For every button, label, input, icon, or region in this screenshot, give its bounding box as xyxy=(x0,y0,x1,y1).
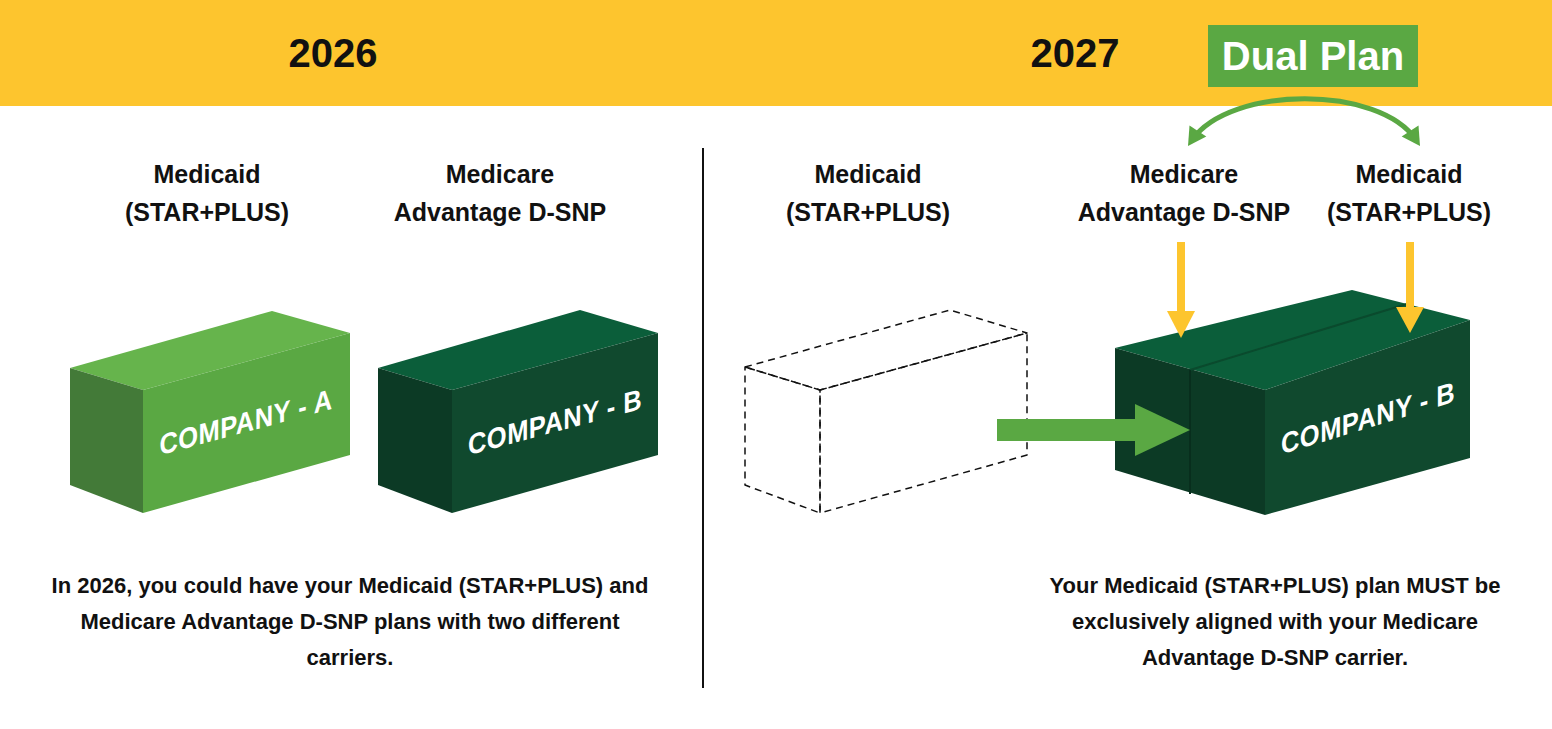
empty-dashed-box: Medicaid (STAR+PLUS) xyxy=(745,310,1027,513)
plan-heading: Medicare Advantage D-SNP xyxy=(1074,155,1294,231)
flow-arrow xyxy=(997,404,1190,456)
arrowhead xyxy=(1135,404,1190,456)
carrier-box: Medicare Advantage D-SNPCOMPANY - B xyxy=(378,310,658,513)
box-face xyxy=(745,310,1027,390)
box-seam xyxy=(1189,370,1191,494)
box-label: Dual Plan xyxy=(1208,25,1418,87)
caption-note: Your Medicaid (STAR+PLUS) plan MUST be e… xyxy=(1035,568,1515,676)
leader-arrow-shaft xyxy=(1177,242,1185,314)
plan-heading: Medicaid (STAR+PLUS) xyxy=(758,155,978,231)
box-face xyxy=(745,367,820,513)
leader-arrow-shaft xyxy=(1406,242,1414,310)
plan-heading: Medicare Advantage D-SNP xyxy=(390,155,610,231)
box-face xyxy=(70,368,143,513)
plan-heading: Medicaid (STAR+PLUS) xyxy=(1299,155,1519,231)
curve-arrowhead xyxy=(1402,125,1420,146)
leader-arrowhead xyxy=(1396,307,1424,333)
leader-arrowhead xyxy=(1167,311,1195,338)
box-face xyxy=(378,368,452,513)
box-outline xyxy=(745,310,1027,513)
box-face xyxy=(820,333,1027,513)
divider-line xyxy=(702,148,704,688)
year-label: 2026 xyxy=(233,28,433,78)
arrow-shaft xyxy=(997,419,1140,441)
curve-arrowhead xyxy=(1188,125,1206,146)
header-band xyxy=(0,0,1552,106)
box-seam xyxy=(1190,303,1410,370)
caption-note: In 2026, you could have your Medicaid (S… xyxy=(40,568,660,676)
dual-plan-curve xyxy=(1192,99,1416,140)
carrier-box: Medicaid (STAR+PLUS)COMPANY - A xyxy=(70,310,350,513)
box-face xyxy=(1115,348,1265,515)
plan-heading: Medicaid (STAR+PLUS) xyxy=(97,155,317,231)
year-label: 2027 xyxy=(975,28,1175,78)
dual-plan-carrier-box: Medicare Advantage D-SNPMedicaid (STAR+P… xyxy=(1115,290,1470,515)
dual-plan-box: Dual Plan xyxy=(1208,25,1418,87)
